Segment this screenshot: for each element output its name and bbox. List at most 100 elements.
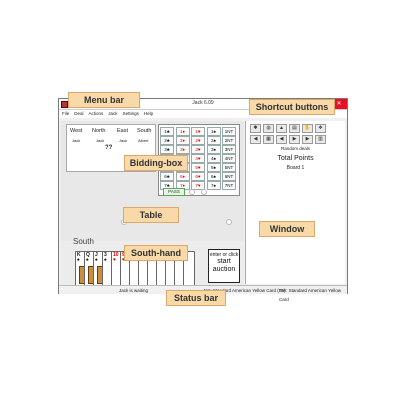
status-bar: Jack is waiting NS: Standard American Ye… bbox=[59, 285, 347, 302]
bid-row: 2♣2♦2♥2♠2NT bbox=[160, 136, 238, 145]
callout-status-bar: Status bar bbox=[166, 290, 226, 306]
ns-convention: NS: Standard American Yellow Card (75) bbox=[204, 288, 286, 293]
card-rank: 3 bbox=[104, 252, 107, 258]
bid-button[interactable]: 3NT bbox=[222, 145, 236, 154]
bid-button[interactable]: 7NT bbox=[222, 181, 236, 190]
menu-actions[interactable]: Actions bbox=[88, 111, 104, 116]
card-rank: Q bbox=[86, 252, 90, 258]
jack-window: Jack 6.09 — □ ✕ File Deal Actions Jack S… bbox=[58, 98, 348, 302]
bid-button[interactable]: 4♥ bbox=[191, 154, 205, 163]
bid-button[interactable]: 6♦ bbox=[175, 172, 190, 181]
player-south: Albert bbox=[138, 138, 149, 143]
bid-button[interactable]: 3♠ bbox=[206, 145, 221, 154]
callout-shortcut-buttons: Shortcut buttons bbox=[249, 99, 335, 115]
pass-button[interactable]: PASS bbox=[163, 188, 185, 196]
player-north: Jack bbox=[96, 138, 105, 143]
grid-icon[interactable]: ▦ bbox=[263, 135, 274, 144]
bid-button[interactable]: 6♣ bbox=[160, 172, 174, 181]
menu-bar: File Deal Actions Jack Settings Help bbox=[59, 110, 347, 118]
bid-button[interactable]: 4♠ bbox=[206, 154, 221, 163]
bid-button[interactable]: 1♥ bbox=[191, 127, 205, 136]
bid-button[interactable]: 2♥ bbox=[191, 136, 205, 145]
header-west: West bbox=[70, 128, 83, 134]
first-icon[interactable]: ◀ bbox=[276, 135, 287, 144]
side-window: ✱ ◍ ▲ ▤ ✋ ❖ ◀ ▦ ◀ ▶ ▶ ▥ Random deals Tot… bbox=[245, 121, 345, 284]
bid-button[interactable]: 3♦ bbox=[175, 145, 190, 154]
bid-button[interactable]: 2♣ bbox=[160, 136, 174, 145]
card-rank: 9 bbox=[122, 253, 125, 258]
bid-button[interactable]: 2NT bbox=[222, 136, 236, 145]
bid-button[interactable]: 6♠ bbox=[206, 172, 221, 181]
player-east: Jack bbox=[119, 138, 128, 143]
header-north: North bbox=[92, 128, 106, 134]
next-icon[interactable]: ▶ bbox=[289, 135, 300, 144]
deal-icon[interactable]: ✱ bbox=[250, 124, 261, 133]
bid-button[interactable]: 1♠ bbox=[206, 127, 221, 136]
pending-bid: ?? bbox=[105, 145, 113, 151]
header-east: East bbox=[117, 128, 129, 134]
status-message: Jack is waiting bbox=[119, 288, 149, 293]
last-icon[interactable]: ▶ bbox=[302, 135, 313, 144]
bid-button[interactable]: 4NT bbox=[222, 154, 236, 163]
prompt-line-3: auction bbox=[212, 266, 236, 273]
redouble-button[interactable] bbox=[201, 189, 207, 195]
prompt-line-2: start bbox=[217, 258, 231, 265]
header-south: South bbox=[137, 128, 152, 134]
layout-icon[interactable]: ▥ bbox=[315, 135, 326, 144]
card-suit-icon: ♥ bbox=[113, 257, 116, 263]
card-suit-icon: ♠ bbox=[77, 257, 80, 263]
card-suit-icon: ♠ bbox=[95, 257, 98, 263]
menu-jack[interactable]: Jack bbox=[108, 111, 118, 116]
menu-help[interactable]: Help bbox=[143, 111, 154, 116]
card-suit-icon: ♠ bbox=[86, 257, 89, 263]
globe-icon[interactable]: ◍ bbox=[263, 124, 274, 133]
app-icon bbox=[61, 101, 68, 108]
card-suit-icon: ♥ bbox=[122, 258, 125, 263]
bid-button[interactable]: 3♥ bbox=[191, 145, 205, 154]
player-west: Jack bbox=[72, 138, 81, 143]
menu-deal[interactable]: Deal bbox=[74, 111, 84, 116]
menu-file[interactable]: File bbox=[62, 111, 70, 116]
bid-button[interactable]: 3♣ bbox=[160, 145, 174, 154]
bid-button[interactable]: 5NT bbox=[222, 163, 236, 172]
warning-icon[interactable]: ▲ bbox=[276, 124, 287, 133]
table-pane: West North East South Jack Jack Jack Alb… bbox=[61, 121, 244, 293]
start-auction-prompt[interactable]: enter or click start auction bbox=[208, 249, 240, 283]
book-icon[interactable]: ▤ bbox=[289, 124, 300, 133]
prompt-line-1: enter or click bbox=[209, 252, 239, 258]
bid-button[interactable]: 7♥ bbox=[191, 181, 205, 190]
card-rank: J bbox=[95, 252, 98, 258]
card-suit-icon: ♠ bbox=[104, 257, 107, 263]
bid-button[interactable]: 1NT bbox=[222, 127, 236, 136]
bid-button[interactable]: 6NT bbox=[222, 172, 236, 181]
callout-bidding-box: Bidding-box bbox=[124, 155, 188, 171]
cards-icon[interactable]: ❖ bbox=[315, 124, 326, 133]
bid-button[interactable]: 7♠ bbox=[206, 181, 221, 190]
shortcut-buttons-row-2: ◀ ▦ ◀ ▶ ▶ ▥ bbox=[250, 135, 326, 144]
double-button[interactable] bbox=[189, 189, 195, 195]
menu-settings[interactable]: Settings bbox=[122, 111, 139, 116]
table-decoration bbox=[226, 219, 232, 225]
hand-icon[interactable]: ✋ bbox=[302, 124, 313, 133]
bid-button[interactable]: 5♠ bbox=[206, 163, 221, 172]
bid-button[interactable]: 1♣ bbox=[160, 127, 174, 136]
callout-menu-bar: Menu bar bbox=[68, 92, 140, 108]
bid-button[interactable]: 2♠ bbox=[206, 136, 221, 145]
bid-row: 7♣7♦7♥7♠7NT bbox=[160, 181, 238, 190]
deal-source: Random deals bbox=[280, 146, 311, 151]
window-title: Jack 6.09 bbox=[192, 100, 214, 106]
bid-button[interactable]: 1♦ bbox=[175, 127, 190, 136]
card-table: West North East South Jack Jack Jack Alb… bbox=[61, 121, 244, 241]
board-number: Board 1 bbox=[286, 165, 305, 171]
bid-button[interactable]: 6♥ bbox=[191, 172, 205, 181]
callout-window: Window bbox=[259, 221, 315, 237]
callout-table: Table bbox=[123, 207, 179, 223]
prev-icon[interactable]: ◀ bbox=[250, 135, 261, 144]
bid-button[interactable]: 5♥ bbox=[191, 163, 205, 172]
card-rank: 10 bbox=[113, 252, 119, 258]
bid-row: 1♣1♦1♥1♠1NT bbox=[160, 127, 238, 136]
ew-convention: EW: Standard American Yellow Card bbox=[279, 288, 341, 302]
bid-row: 6♣6♦6♥6♠6NT bbox=[160, 172, 238, 181]
close-button[interactable]: ✕ bbox=[331, 99, 347, 109]
bid-button[interactable]: 2♦ bbox=[175, 136, 190, 145]
